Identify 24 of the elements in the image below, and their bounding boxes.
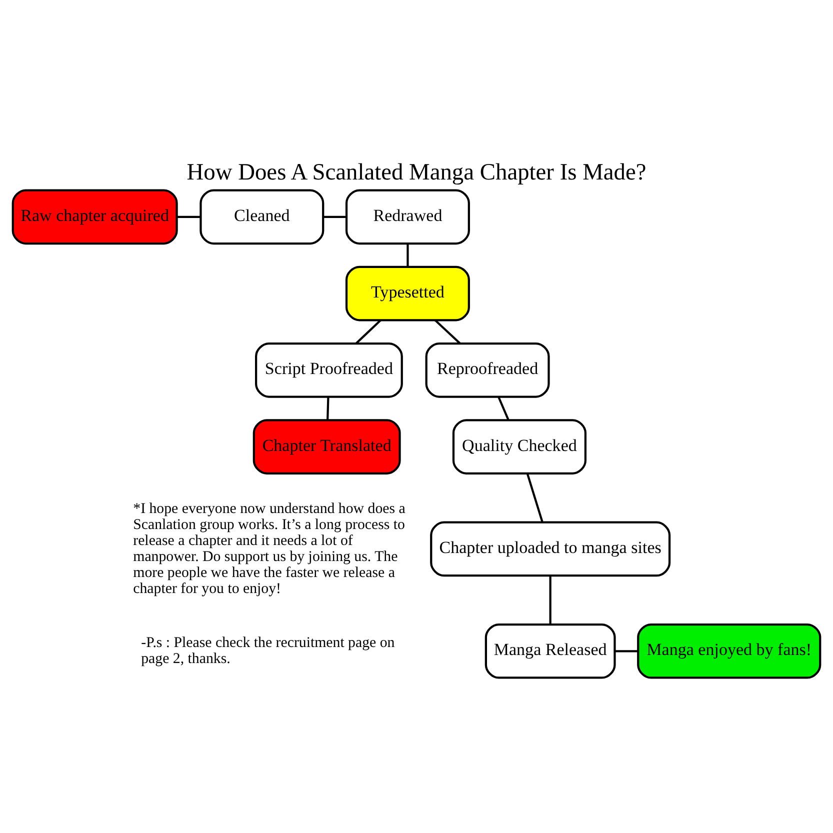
connector: [434, 318, 461, 344]
node-box: Reproofreaded: [425, 342, 550, 398]
connector: [526, 472, 544, 522]
node-box: Redrawed: [345, 188, 470, 244]
connector: [323, 215, 346, 218]
label: *I hope everyone now understand how does a Scanlation group works. It’s a long process to release a chapter and it needs a lot of manpower. Do support us by joining us. The more people we have the faster we release a chapter for you to enjoy!: [133, 500, 406, 596]
connector: [549, 575, 552, 624]
node-box: Manga enjoyed by fans!: [637, 622, 822, 678]
connector: [326, 396, 330, 420]
node-box: Chapter Translated: [252, 418, 401, 474]
node-box: Raw chapter acquired: [12, 188, 178, 244]
label: -P.s : Please check the recruitment page on page 2, thanks.: [141, 634, 395, 667]
connector: [406, 243, 409, 266]
node-box: Typesetted: [345, 265, 470, 321]
connector: [498, 396, 510, 420]
node-box: Quality Checked: [452, 418, 587, 474]
connector: [614, 650, 638, 652]
node-box: Script Proofreaded: [255, 342, 403, 398]
connector: [356, 318, 382, 344]
node-box: Chapter uploaded to manga sites: [430, 520, 671, 576]
node-box: Cleaned: [200, 188, 324, 244]
diagram-title: How Does A Scanlated Manga Chapter Is Made?: [186, 158, 646, 185]
node-box: Manga Released: [484, 622, 616, 678]
connector: [177, 215, 201, 218]
